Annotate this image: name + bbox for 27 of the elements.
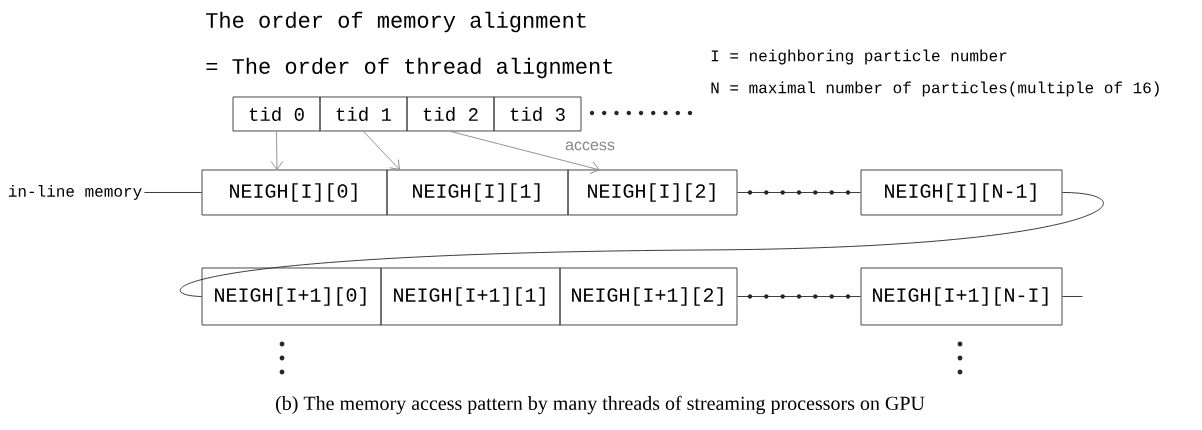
memory-cell: NEIGH[I+1][N-I] (860, 267, 1063, 326)
memory-cell: tid 3 (493, 96, 582, 132)
annotation-text: The order of memory alignment (206, 11, 586, 33)
arrow (363, 131, 400, 170)
annotation-text: I = neighboring particle number (711, 49, 1007, 65)
memory-cell: NEIGH[I][1] (386, 169, 569, 216)
connector-line (179, 192, 1104, 297)
edge-label: access (564, 140, 616, 152)
connector-line (737, 296, 861, 297)
memory-cell: NEIGH[I][2] (567, 169, 738, 216)
connector-line (1062, 296, 1083, 297)
memory-cell: NEIGH[I+1][0] (201, 267, 382, 326)
memory-cell: NEIGH[I+1][2] (559, 267, 738, 326)
memory-cell: NEIGH[I][N-1] (860, 169, 1063, 216)
connector-line (144, 192, 202, 193)
caption: (b) The memory access pattern by many threads of streaming processors on GPU (276, 395, 925, 415)
connector-line (737, 192, 861, 193)
row-label: in-line memory (8, 185, 142, 200)
memory-cell: NEIGH[I][0] (201, 169, 388, 216)
memory-cell: NEIGH[I+1][1] (380, 267, 561, 326)
memory-cell: tid 0 (232, 96, 321, 132)
memory-cell: tid 1 (319, 96, 408, 132)
annotation-text: = The order of thread alignment (206, 57, 613, 79)
arrow (270, 131, 284, 170)
arrow (450, 131, 600, 175)
annotation-text: N = maximal number of particles(multiple of 16) (711, 81, 1159, 97)
memory-cell: tid 2 (406, 96, 495, 132)
